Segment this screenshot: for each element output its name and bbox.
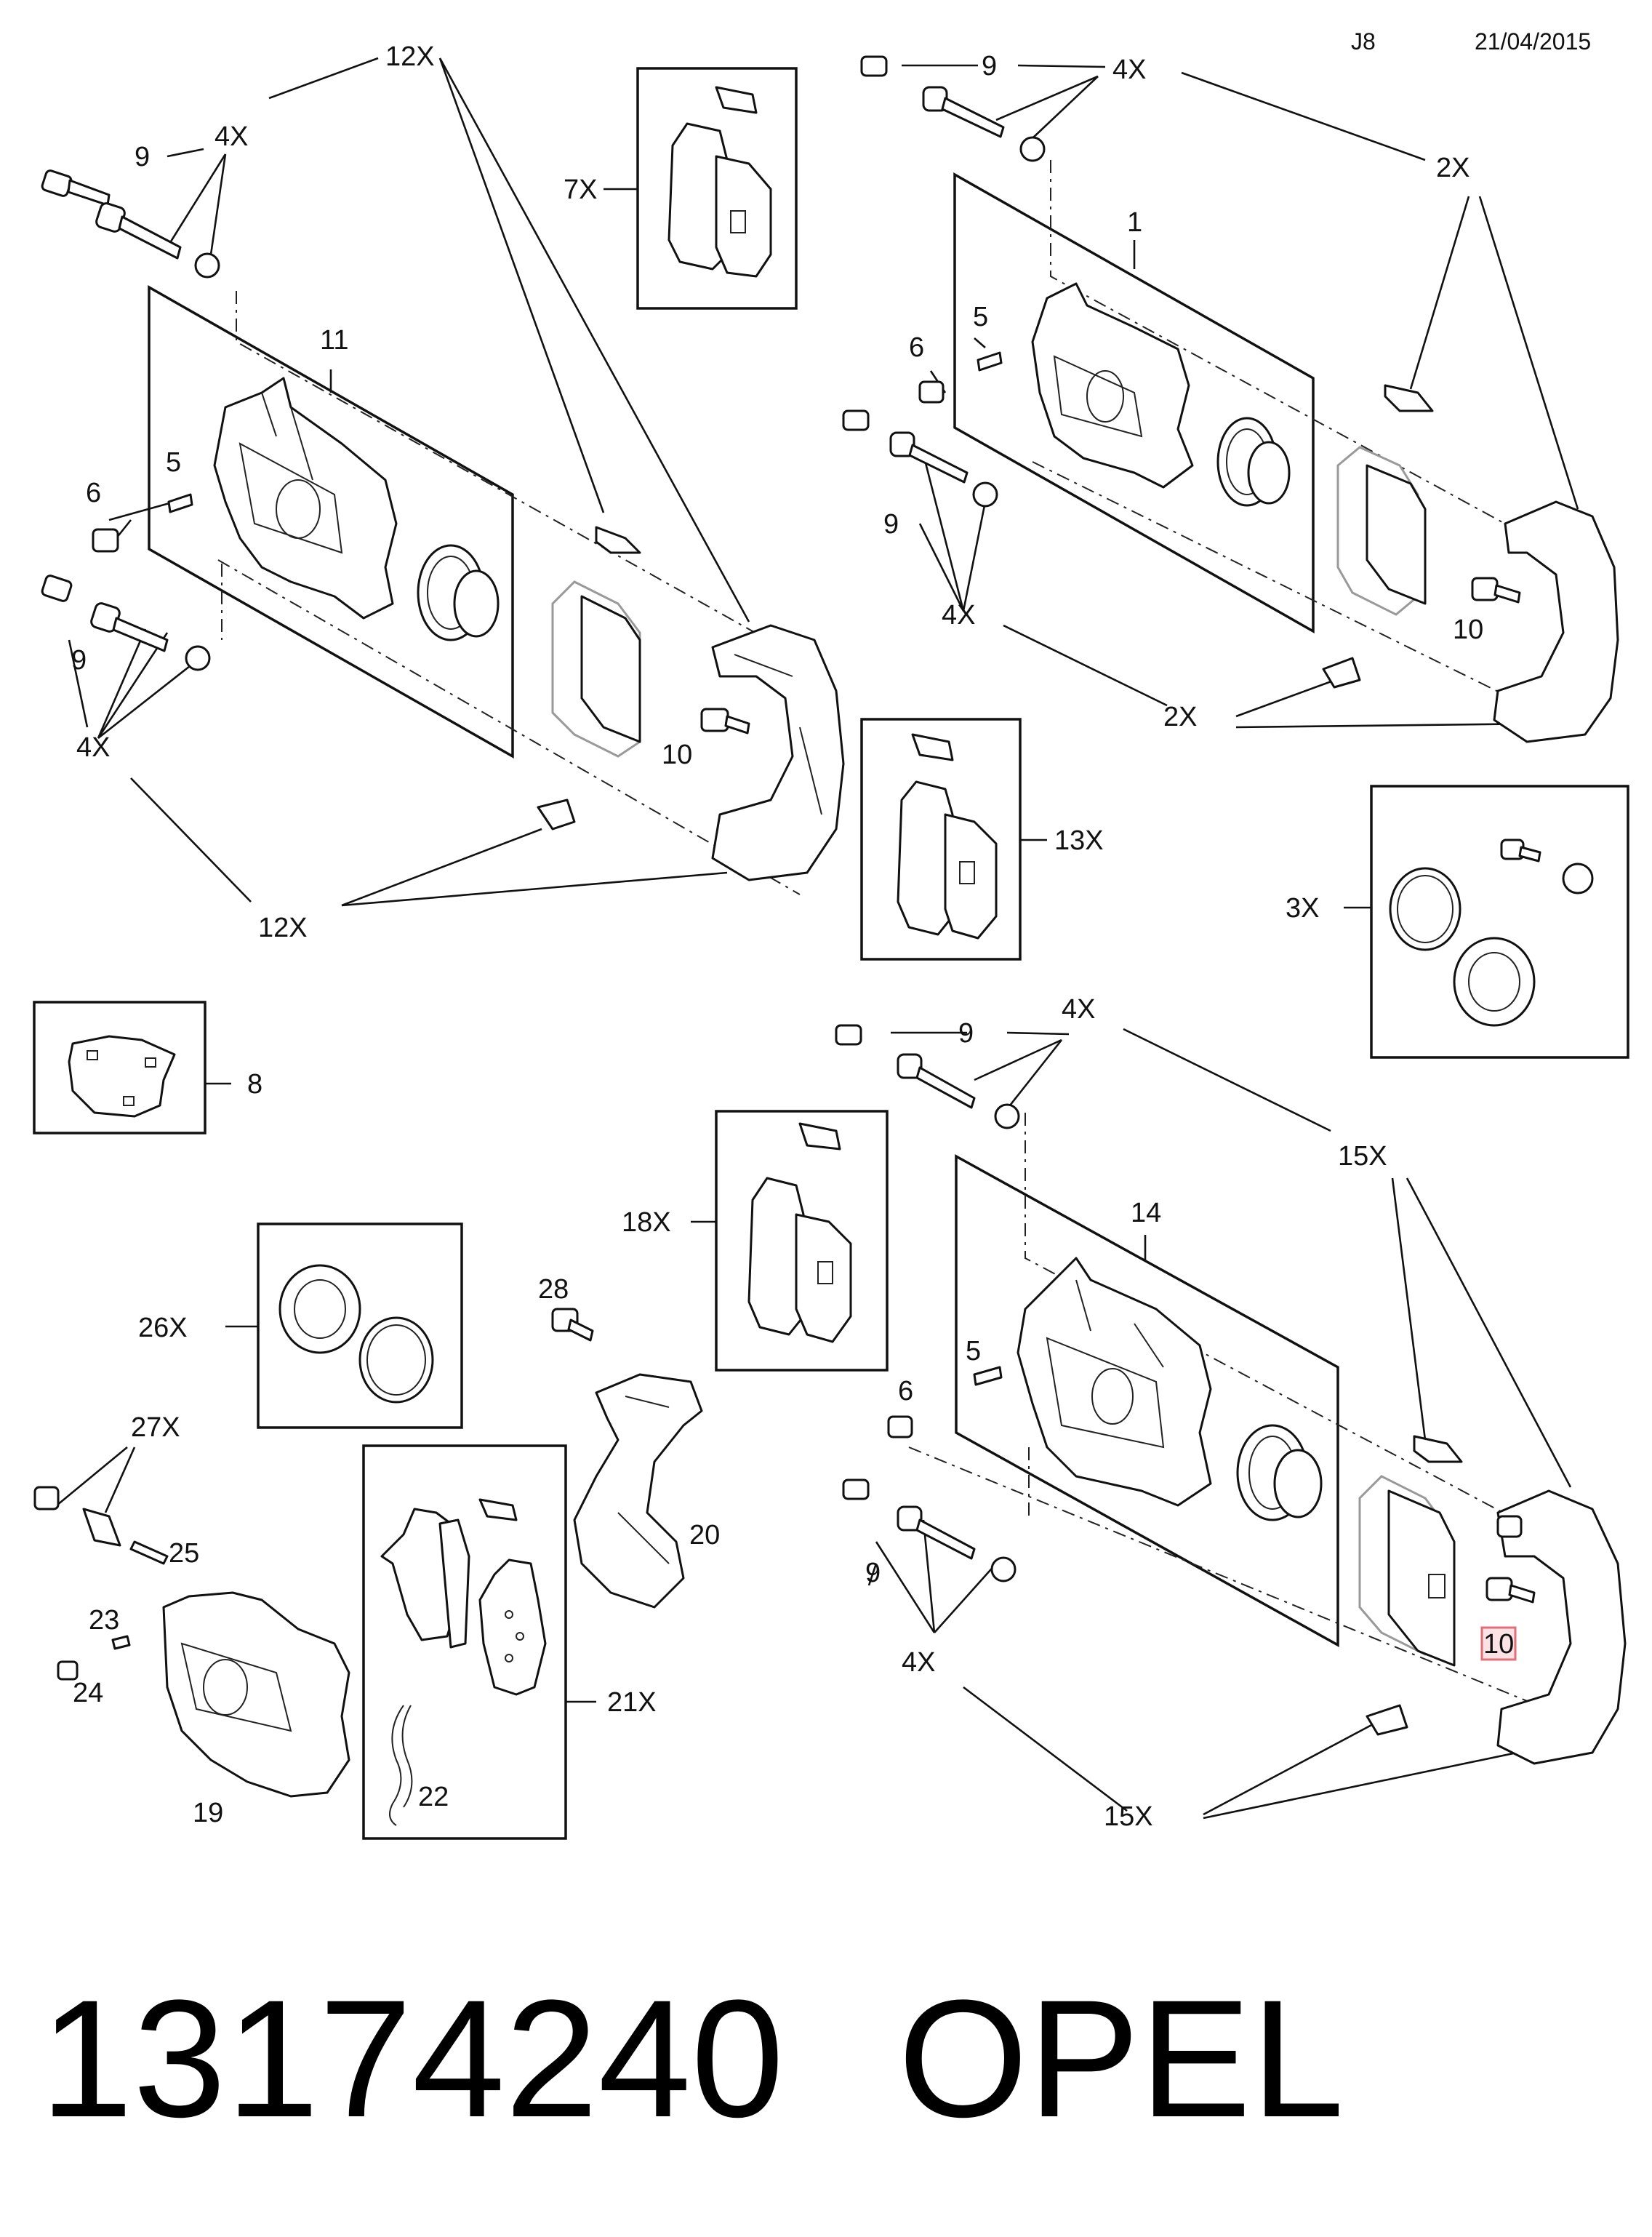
label-2x-tr-lower: 2X — [1163, 702, 1197, 732]
label-2x-tr: 2X — [1436, 153, 1469, 183]
label-4x-br: 4X — [1062, 994, 1095, 1025]
pad-kit-18x: 18X — [622, 1110, 889, 1372]
label-10-tr: 10 — [1453, 615, 1483, 645]
label-8: 8 — [247, 1069, 262, 1100]
pad-kit-21x: 21X 22 — [362, 1444, 657, 1840]
pad-kit-7x: 7X — [564, 67, 798, 310]
seal-kit-26x: 26X — [138, 1222, 463, 1429]
label-13x: 13X — [1054, 825, 1104, 856]
label-9-tr-lower: 9 — [883, 509, 899, 540]
label-28: 28 — [538, 1274, 569, 1305]
guide-bolt-9-lower — [41, 575, 211, 671]
label-14: 14 — [1131, 1198, 1161, 1228]
assembly-1: 9 4X 2X 1 5 6 9 4X 10 2X — [842, 51, 1619, 743]
label-10: 10 — [662, 740, 692, 770]
label-15x-bottom: 15X — [1104, 1801, 1153, 1832]
label-24: 24 — [73, 1678, 103, 1708]
guide-bolt-9 — [41, 169, 220, 279]
footer-brand: OPEL — [898, 1965, 1344, 2152]
label-12x-bottom: 12X — [258, 913, 308, 943]
carrier-20: 28 20 — [538, 1274, 720, 1609]
assembly-11: 12X 4X 9 11 5 6 9 4X 10 12X — [41, 41, 845, 943]
label-22: 22 — [418, 1782, 449, 1812]
label-5-br: 5 — [966, 1336, 981, 1366]
footer-part-number: 13174240 — [40, 1965, 784, 2152]
label-9-br-lower: 9 — [865, 1558, 881, 1588]
label-18x: 18X — [622, 1207, 671, 1238]
label-5: 5 — [166, 447, 181, 478]
label-6: 6 — [86, 478, 101, 508]
label-4x-br-lower: 4X — [902, 1647, 935, 1678]
label-4x-tr: 4X — [1112, 55, 1146, 85]
label-4x-tr-lower: 4X — [942, 600, 975, 631]
label-9-lower: 9 — [71, 645, 87, 676]
label-20: 20 — [689, 1520, 720, 1550]
label-19: 19 — [193, 1798, 223, 1828]
label-3x: 3X — [1286, 893, 1319, 924]
label-7x: 7X — [564, 175, 597, 205]
shim-8: 8 — [33, 1001, 262, 1134]
label-6-br: 6 — [898, 1376, 913, 1406]
label-15x-top: 15X — [1338, 1141, 1387, 1172]
label-26x: 26X — [138, 1313, 188, 1343]
label-9: 9 — [135, 142, 150, 172]
label-27x: 27X — [131, 1412, 180, 1443]
label-11: 11 — [320, 325, 348, 356]
label-1: 1 — [1127, 207, 1142, 238]
pad-kit-13x: 13X — [860, 718, 1104, 961]
label-21x: 21X — [607, 1687, 657, 1718]
label-4x-lower: 4X — [76, 732, 110, 763]
seal-kit-3x: 3X — [1286, 785, 1629, 1059]
assembly-14: 9 4X 15X 14 5 6 9 4X 10 15X — [835, 994, 1627, 1832]
label-9-br: 9 — [958, 1018, 974, 1049]
caliper-19-parts: 27X 25 23 24 19 — [33, 1412, 350, 1828]
label-25: 25 — [169, 1538, 199, 1569]
label-9-tr: 9 — [982, 51, 997, 81]
header-code: J8 — [1351, 28, 1376, 55]
label-23: 23 — [89, 1605, 119, 1636]
header-date: 21/04/2015 — [1475, 28, 1591, 55]
label-4x: 4X — [214, 121, 248, 152]
highlight-box-10 — [1480, 1626, 1517, 1661]
label-10-highlighted: 10 — [1483, 1629, 1514, 1660]
label-5-tr: 5 — [973, 302, 988, 332]
label-6-tr: 6 — [909, 332, 924, 363]
label-12x-top: 12X — [385, 41, 435, 72]
